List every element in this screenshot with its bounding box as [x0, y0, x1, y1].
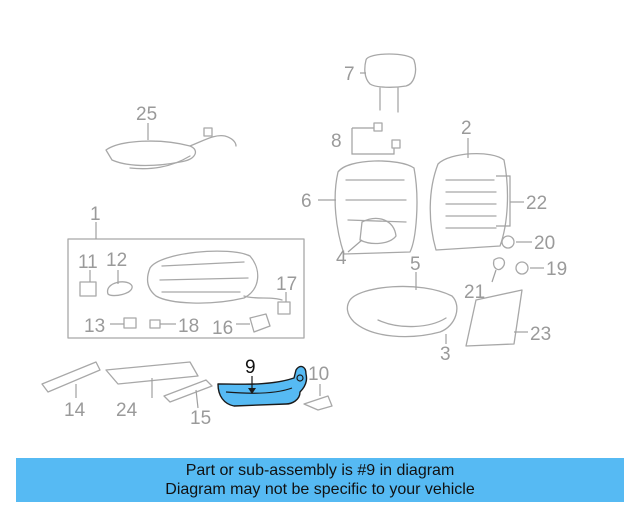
callout-16: 16: [212, 318, 233, 339]
part-20-nut: [501, 235, 532, 249]
callout-5: 5: [410, 254, 421, 275]
callout-18: 18: [178, 316, 199, 337]
banner-line-1: Part or sub-assembly is #9 in diagram: [185, 462, 455, 479]
part-13-clip: [110, 317, 137, 329]
part-10-lever: [303, 384, 333, 411]
callout-10: 10: [308, 364, 329, 385]
callout-20: 20: [534, 233, 555, 254]
part-19-nut: [515, 261, 544, 275]
callout-12: 12: [106, 250, 127, 271]
callout-1: 1: [90, 204, 101, 225]
part-18-clip: [149, 319, 176, 329]
part-14-trim: [41, 361, 101, 398]
part-21-clip: [491, 257, 506, 283]
callout-15: 15: [190, 408, 211, 429]
callout-9: 9: [245, 357, 256, 378]
callout-6: 6: [301, 191, 312, 212]
callout-24: 24: [116, 400, 138, 421]
callout-21: 21: [464, 282, 485, 303]
callout-11: 11: [78, 252, 98, 273]
callout-14: 14: [64, 400, 86, 421]
part-11-bracket: [79, 270, 97, 297]
callout-22: 22: [526, 193, 547, 214]
part-25-harness: [105, 123, 237, 170]
callout-17: 17: [276, 274, 297, 295]
part-16-motor: [236, 313, 271, 333]
callout-4: 4: [336, 248, 347, 269]
callout-3: 3: [440, 344, 451, 365]
part-8-bolts: [351, 122, 401, 155]
part-12-cable: [107, 270, 133, 297]
part-15-rail: [163, 379, 213, 409]
subassembly-box: [67, 238, 305, 339]
callout-25: 25: [136, 104, 157, 125]
callout-8: 8: [331, 131, 342, 152]
callout-23: 23: [530, 324, 551, 345]
part-9-side-cover: [217, 365, 308, 407]
callout-7: 7: [344, 64, 355, 85]
banner-line-2: Diagram may not be specific to your vehi…: [165, 481, 475, 498]
part-4-pad: [347, 217, 397, 253]
info-banner: Part or sub-assembly is #9 in diagram Di…: [16, 458, 624, 502]
part-2-seatback-frame: [429, 138, 524, 251]
seat-frame: [146, 250, 283, 304]
part-17-knob: [277, 292, 291, 315]
callout-19: 19: [546, 259, 567, 280]
part-6-seatback-cover: [318, 160, 418, 255]
part-7-headrest: [360, 53, 417, 113]
part-23-panel: [465, 289, 528, 347]
callout-13: 13: [84, 316, 105, 337]
callout-2: 2: [461, 118, 472, 139]
part-24-mat: [105, 361, 199, 398]
part-5-seat-cushion: [346, 272, 458, 344]
